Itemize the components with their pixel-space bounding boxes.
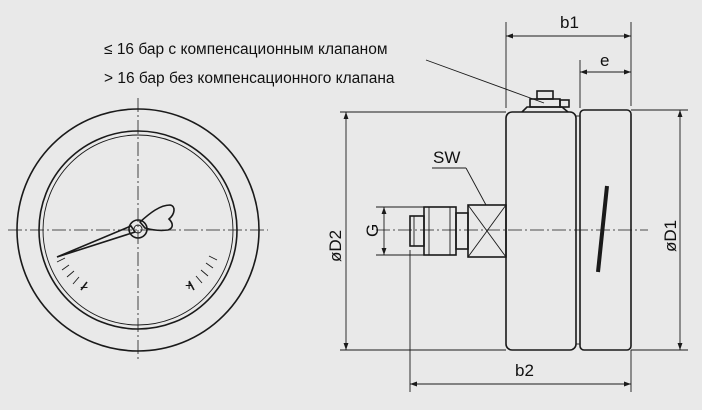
note-leader-line [425,59,545,104]
label-sw: SW [433,148,460,167]
dimension-g: G [363,206,424,256]
label-d1: øD1 [661,220,680,252]
compensation-valve [521,90,570,113]
dimension-e: e [579,51,631,108]
scale-ticks-right [188,255,218,291]
dimension-d1: øD1 [631,109,688,351]
notes-block: ≤ 16 бар с компенсационным клапаном > 16… [104,41,545,104]
label-g: G [363,224,382,237]
label-b2: b2 [515,361,534,380]
dimension-d2: øD2 [326,111,506,351]
plus-mark: + [185,277,193,293]
label-e: e [600,51,609,70]
connection-neck [455,212,469,250]
scale-ticks-left [56,257,88,291]
front-view: − + [8,98,268,360]
label-d2: øD2 [326,230,345,262]
side-pointer [596,185,609,273]
dimension-b2: b2 [409,250,632,392]
wrench-flat [467,204,507,258]
dimension-b1: b1 [505,13,632,108]
thread-connection [409,206,457,256]
minus-mark: − [80,279,88,295]
side-view [376,90,648,351]
dimension-sw: SW [432,148,487,206]
case-body [505,111,577,351]
pointer-needle [56,204,175,258]
label-b1: b1 [560,13,579,32]
note-with-valve: ≤ 16 бар с компенсационным клапаном [104,41,388,58]
note-without-valve: > 16 бар без компенсационного клапана [104,70,395,87]
